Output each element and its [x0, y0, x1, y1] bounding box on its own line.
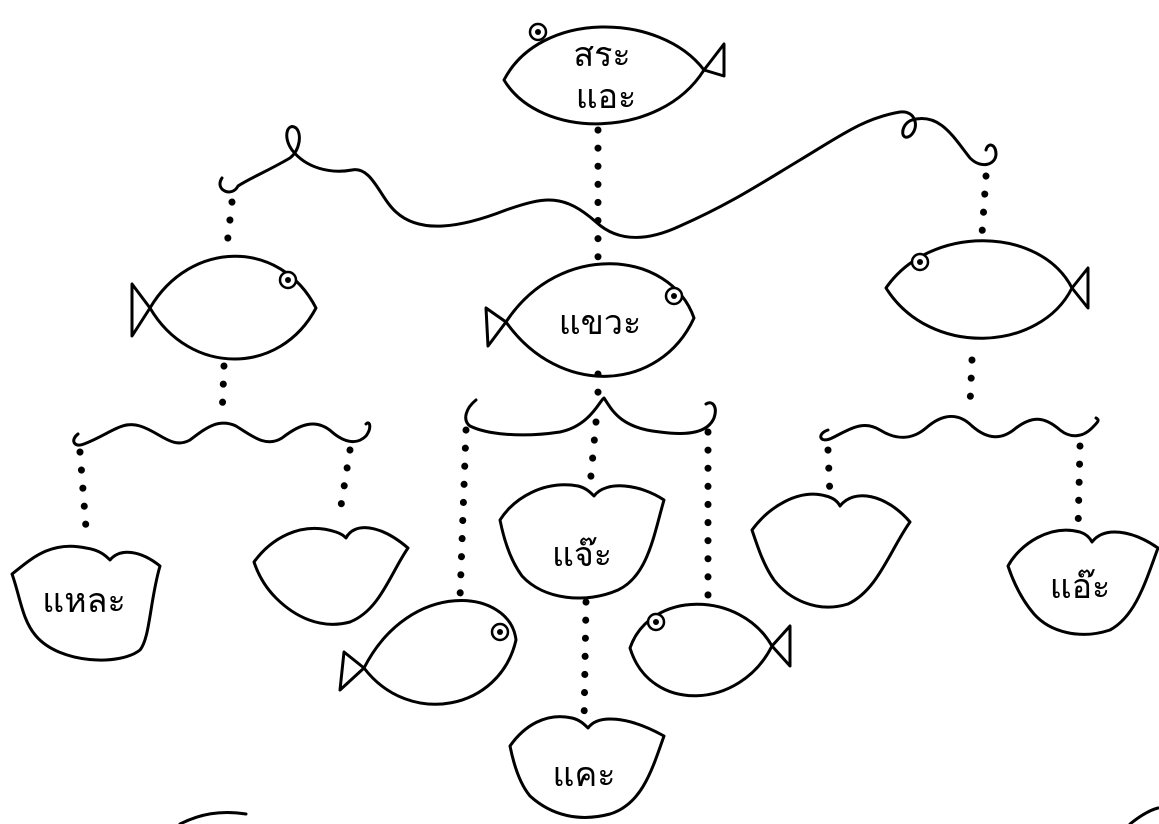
center-fish: แขวะ: [484, 262, 696, 378]
main-branch-wave: [218, 110, 998, 239]
right-branch-wave: [819, 415, 1100, 442]
lips-far-right: แอ๊ะ: [1006, 528, 1159, 636]
connector-center-to-bottom: [580, 598, 590, 728]
connector-far-left-lips: [76, 448, 90, 532]
connector-center-left-fish: [456, 426, 470, 602]
lips-far-left-label: แหละ: [42, 581, 125, 621]
connector-right-inner-lips: [824, 446, 834, 500]
fish-bottom-left: [338, 599, 518, 706]
lips-far-right-label: แอ๊ะ: [1050, 567, 1111, 607]
lips-left-inner: [252, 526, 410, 626]
connector-right-fish: [966, 356, 976, 408]
connector-far-right-lips: [1074, 442, 1084, 534]
fish-bottom-right: [628, 602, 792, 698]
top-fish-label-line2: แอะ: [576, 77, 637, 117]
lips-bottom: แคะ: [508, 715, 666, 819]
partial-arc-bottom-left: [178, 810, 248, 824]
connector-right-curl: [978, 172, 990, 238]
connector-left-fish: [218, 362, 228, 420]
center-branch-wave: [464, 396, 717, 437]
center-fish-label: แขวะ: [559, 303, 642, 343]
lips-right-inner: [750, 492, 912, 609]
top-fish: สระ แอะ: [502, 22, 726, 126]
connector-center-lips: [586, 418, 600, 490]
right-fish: [884, 239, 1090, 340]
lips-bottom-label: แคะ: [553, 755, 616, 795]
left-fish: [130, 254, 318, 361]
lips-far-left: แหละ: [10, 544, 162, 662]
lips-center-top: แจ๊ะ: [498, 483, 666, 600]
connector-left-curl: [222, 198, 236, 258]
left-branch-wave: [72, 421, 372, 447]
connector-left-inner-lips: [336, 446, 354, 516]
partial-arc-bottom-right: [1128, 806, 1159, 824]
top-fish-label-line1: สระ: [573, 35, 630, 75]
lips-center-top-label: แจ๊ะ: [552, 535, 612, 575]
